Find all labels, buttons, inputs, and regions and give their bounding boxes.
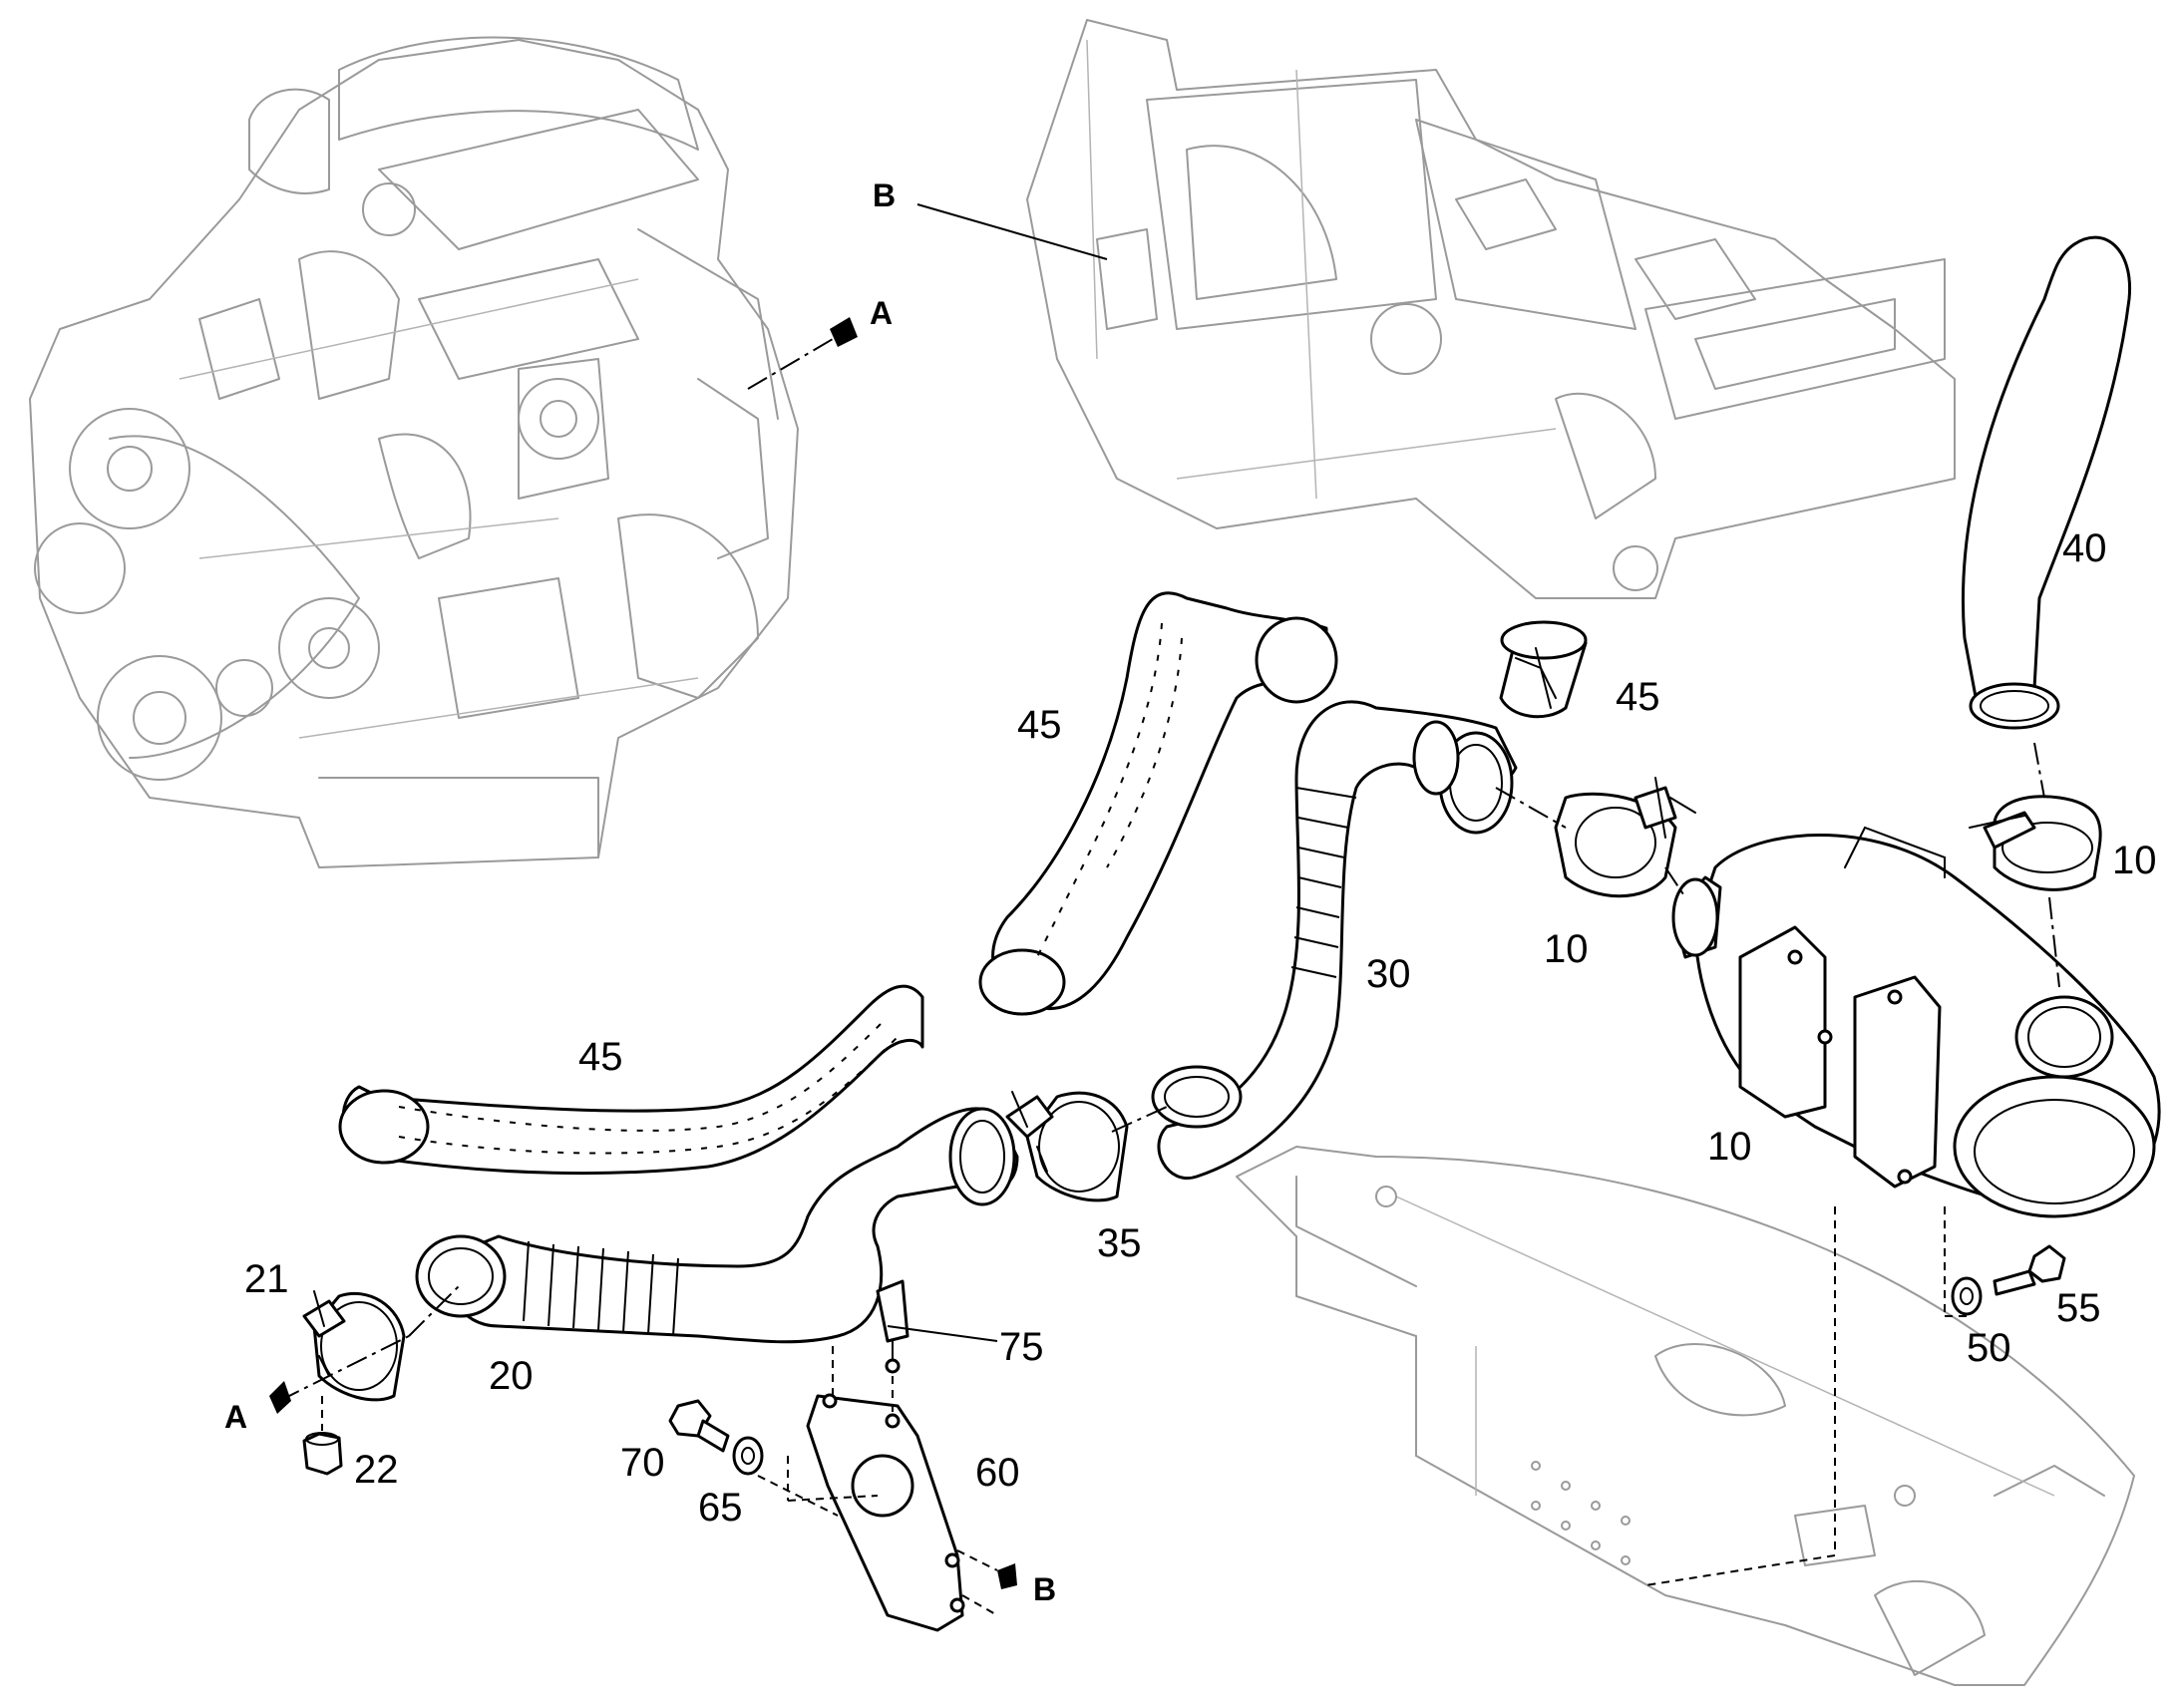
- callout-70: 70: [620, 1441, 665, 1485]
- callout-numbers: 40 10 10 10 45 45 45 30 35 21 20 22 75 7…: [244, 526, 2157, 1530]
- view-arrow-a-bottom: A: [224, 1381, 291, 1435]
- band-clamp-10-lower: [1554, 777, 1696, 898]
- exhaust-aftertreatment-10: [1671, 826, 2161, 1218]
- callout-45-lower-sleeve: 45: [578, 1035, 623, 1079]
- callout-50: 50: [1967, 1326, 2011, 1370]
- insulation-sleeve-45-middle: [978, 591, 1338, 1016]
- washer-50: [1951, 1276, 1983, 1316]
- leader-lines: [887, 203, 1108, 1342]
- band-clamp-35: [1005, 1091, 1129, 1202]
- callout-20: 20: [489, 1354, 534, 1398]
- callout-75: 75: [999, 1325, 1044, 1369]
- callout-10-upper-clamp: 10: [2112, 839, 2157, 882]
- band-clamp-10-upper: [1969, 795, 2102, 891]
- callout-60: 60: [975, 1451, 1020, 1495]
- callout-45-middle-sleeve: 45: [1017, 703, 1062, 747]
- tail-pipe-40: [1961, 235, 2132, 730]
- sleeve-45-small: [1499, 620, 1588, 719]
- callout-10-lower-clamp: 10: [1544, 927, 1589, 971]
- callout-65: 65: [698, 1486, 743, 1530]
- view-letter-a-bottom: A: [224, 1399, 247, 1435]
- washer-65: [732, 1436, 764, 1476]
- view-letter-b-top: B: [873, 177, 896, 213]
- callout-55: 55: [2056, 1286, 2101, 1330]
- flex-exhaust-pipe-30: [1151, 700, 1518, 1181]
- band-clamp-21: [302, 1290, 406, 1402]
- callout-45-small-sleeve: 45: [1616, 675, 1660, 719]
- callout-21: 21: [244, 1257, 289, 1301]
- view-arrow-a-top: A: [830, 295, 893, 347]
- bolt-70: [668, 1399, 730, 1453]
- support-clip-75: [876, 1279, 909, 1374]
- engine-illustration: [29, 36, 799, 868]
- alignment-lines: [278, 338, 2060, 1616]
- bolt-55: [1993, 1244, 2066, 1296]
- callout-10-aftertreatment: 10: [1707, 1125, 1752, 1169]
- callout-30: 30: [1366, 952, 1411, 996]
- view-letter-b-bottom: B: [1033, 1571, 1056, 1607]
- view-letter-a-top: A: [870, 295, 893, 331]
- insulation-sleeve-45-lower: [338, 984, 924, 1176]
- nut-22: [302, 1432, 343, 1476]
- callout-40: 40: [2062, 526, 2107, 570]
- chassis-frame-illustration: [1026, 19, 1956, 599]
- callout-35: 35: [1097, 1221, 1142, 1265]
- bracket-60: [806, 1393, 965, 1632]
- front-exhaust-pipe-20: [415, 1107, 1019, 1344]
- view-arrow-b-bottom: B: [997, 1563, 1056, 1607]
- cover-panel-illustration: [1236, 1146, 2135, 1686]
- callout-22: 22: [354, 1448, 399, 1492]
